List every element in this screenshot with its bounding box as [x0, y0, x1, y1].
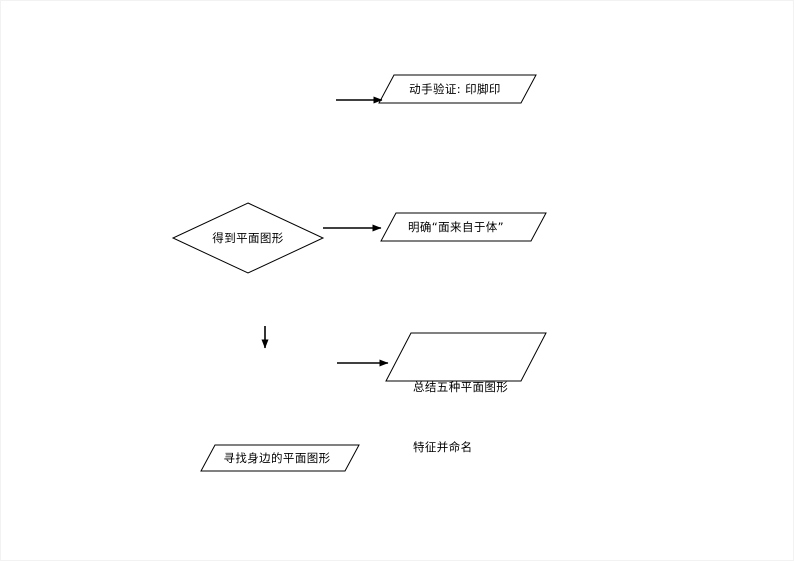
node-face-from-solid-shape[interactable]	[380, 212, 547, 242]
node-summarize-five-figures-shape[interactable]	[385, 332, 547, 382]
node-get-plane-figure-shape[interactable]	[171, 202, 325, 274]
node-find-nearby-figures-shape[interactable]	[200, 444, 360, 472]
node-hands-on-verify-shape[interactable]	[378, 74, 537, 104]
